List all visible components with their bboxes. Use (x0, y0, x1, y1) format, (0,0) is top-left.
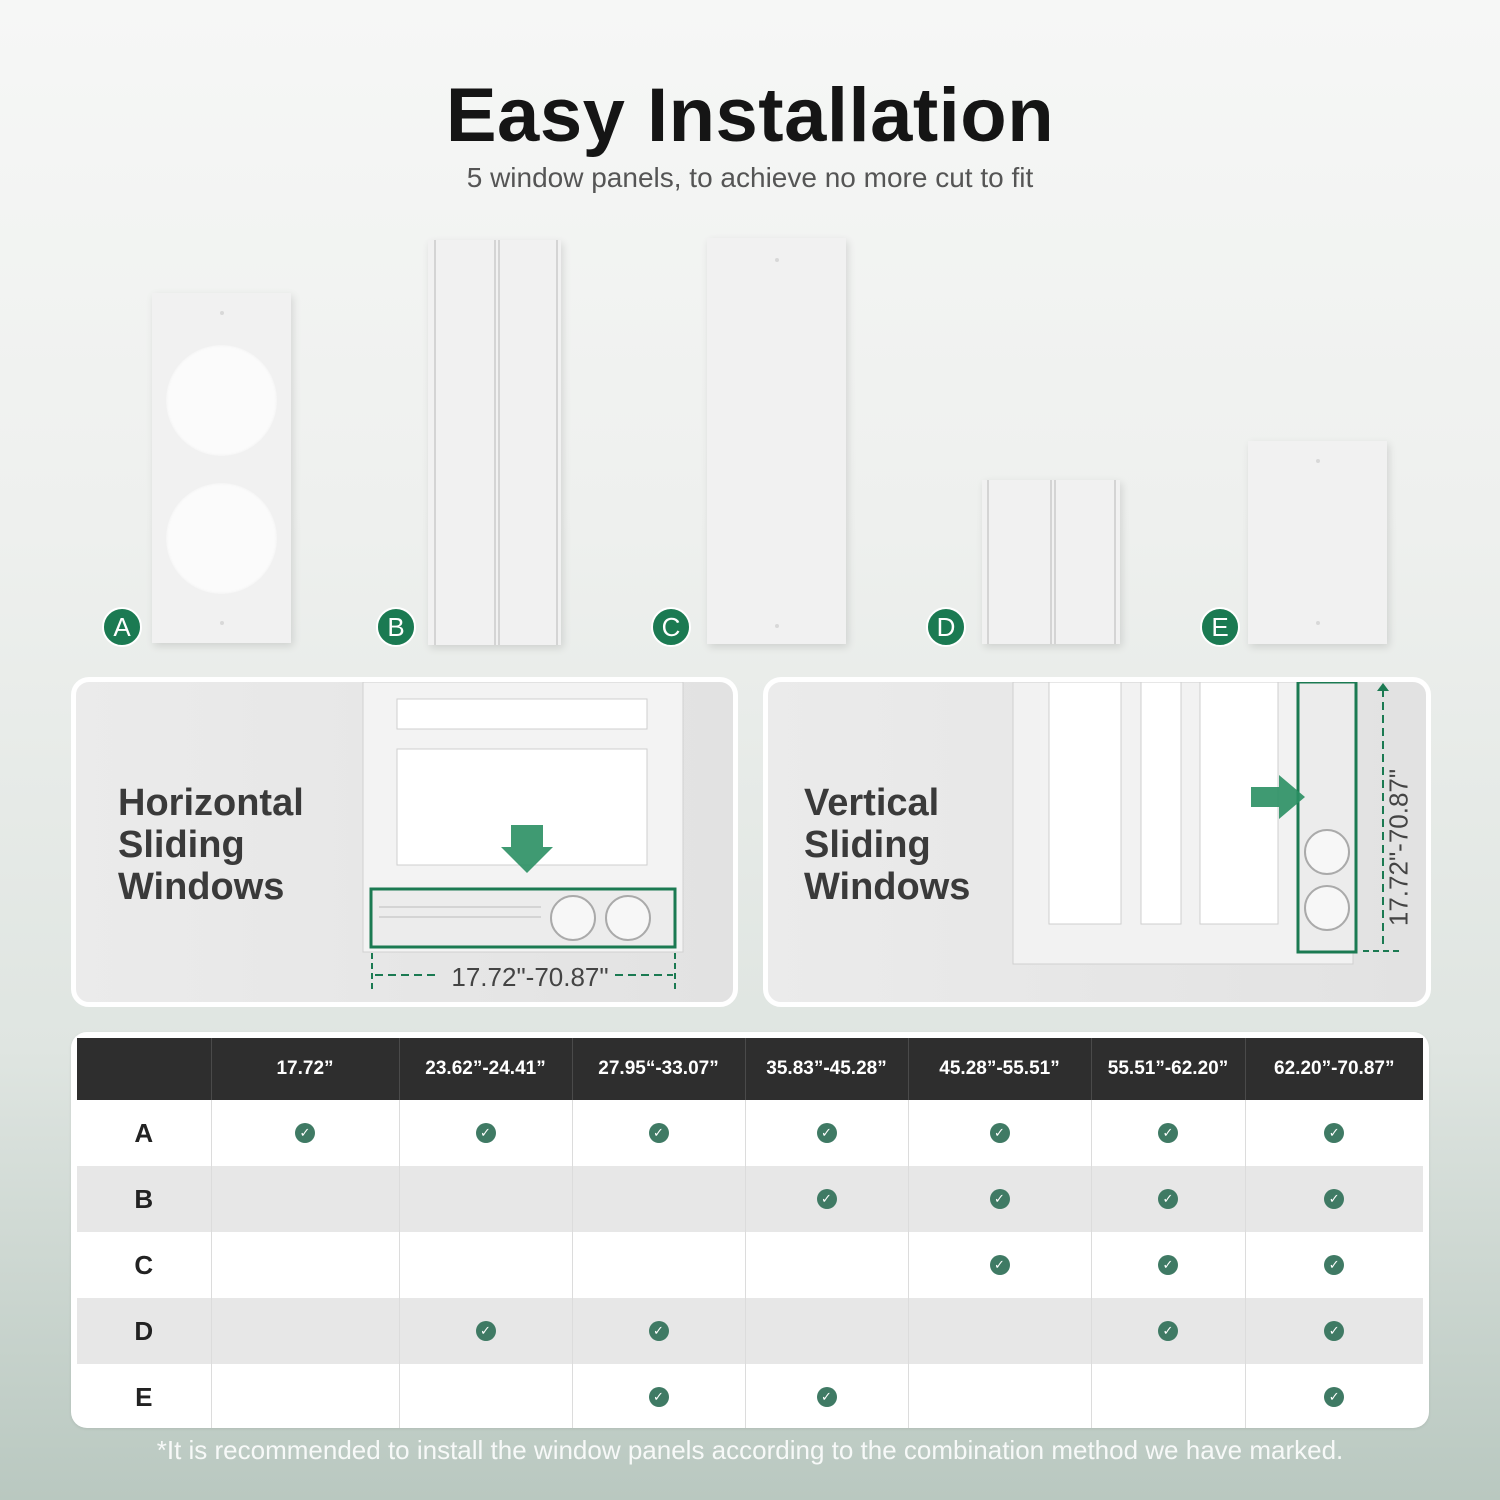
check-icon: ✓ (648, 1387, 669, 1407)
check-icon: ✓ (1324, 1189, 1345, 1209)
column-header: 35.83”-45.28” (745, 1038, 909, 1100)
table-cell: ✓ (1245, 1100, 1423, 1166)
footnote: *It is recommended to install the window… (156, 1435, 1344, 1465)
table-cell: ✓ (745, 1364, 909, 1428)
check-icon: ✓ (1324, 1321, 1345, 1341)
table-cell: ✓ (1091, 1100, 1246, 1166)
check-icon: ✓ (989, 1123, 1010, 1143)
table-row: E ✓ ✓ ✓ (77, 1364, 1423, 1428)
table-cell (211, 1166, 400, 1232)
table-cell: ✓ (1245, 1232, 1423, 1298)
row-label: D (77, 1298, 212, 1364)
panel-d-image (982, 480, 1120, 644)
check-icon: ✓ (1158, 1255, 1178, 1275)
table-cell (572, 1232, 746, 1298)
column-header: 27.95“-33.07” (572, 1038, 746, 1100)
check-icon: ✓ (1324, 1123, 1345, 1143)
check-icon: ✓ (816, 1387, 837, 1407)
check-icon: ✓ (648, 1321, 669, 1341)
compatibility-table: 17.72” 23.62”-24.41” 27.95“-33.07” 35.83… (71, 1032, 1429, 1428)
column-header (77, 1038, 212, 1100)
table-cell (211, 1298, 400, 1364)
panel-c-image (707, 238, 846, 644)
check-icon: ✓ (1324, 1255, 1345, 1275)
check-icon: ✓ (989, 1255, 1010, 1275)
column-header: 55.51”-62.20” (1091, 1038, 1246, 1100)
table-cell (211, 1232, 400, 1298)
row-label: A (77, 1100, 212, 1166)
panel-badge-c: C (651, 607, 691, 647)
table-cell: ✓ (1245, 1298, 1423, 1364)
check-icon: ✓ (648, 1123, 669, 1143)
vertical-dimension-label: 17.72"-70.87" (1383, 768, 1414, 927)
table-cell (1091, 1364, 1246, 1428)
table-cell (908, 1364, 1092, 1428)
horizontal-window-illustration (362, 682, 684, 989)
table-cell: ✓ (572, 1364, 746, 1428)
table-cell: ✓ (1091, 1232, 1246, 1298)
vertical-sliding-card: Vertical Sliding Windows 17.72"-70.87" (763, 677, 1431, 1007)
row-label: E (77, 1364, 212, 1428)
horizontal-dimension-label: 17.72"-70.87" (451, 962, 609, 992)
table-header-row: 17.72” 23.62”-24.41” 27.95“-33.07” 35.83… (77, 1038, 1423, 1100)
check-icon: ✓ (1158, 1321, 1178, 1341)
table-cell (745, 1298, 909, 1364)
table-cell: ✓ (908, 1232, 1092, 1298)
horizontal-sliding-card: Horizontal Sliding Windows 17.72"-70.87" (71, 677, 738, 1007)
panel-b-image (428, 240, 561, 645)
check-icon: ✓ (475, 1123, 496, 1143)
column-header: 45.28”-55.51” (908, 1038, 1092, 1100)
horizontal-card-label: Horizontal Sliding Windows (118, 782, 304, 908)
column-header: 23.62”-24.41” (399, 1038, 573, 1100)
table-cell (399, 1166, 573, 1232)
table-cell (399, 1364, 573, 1428)
table-cell: ✓ (399, 1100, 573, 1166)
vent-hole-top (166, 345, 277, 456)
check-icon: ✓ (295, 1123, 315, 1143)
table-cell (211, 1364, 400, 1428)
table-cell (572, 1166, 746, 1232)
check-icon: ✓ (1158, 1189, 1178, 1209)
vertical-card-label: Vertical Sliding Windows (804, 782, 971, 908)
table-cell (399, 1232, 573, 1298)
check-icon: ✓ (475, 1321, 496, 1341)
table-cell: ✓ (211, 1100, 400, 1166)
table-cell: ✓ (745, 1100, 909, 1166)
check-icon: ✓ (816, 1123, 837, 1143)
table-cell: ✓ (572, 1298, 746, 1364)
table-row: C ✓ ✓ ✓ (77, 1232, 1423, 1298)
table-cell: ✓ (572, 1100, 746, 1166)
table-cell: ✓ (1091, 1298, 1246, 1364)
column-header: 17.72” (211, 1038, 400, 1100)
panel-badge-d: D (926, 607, 966, 647)
check-icon: ✓ (816, 1189, 837, 1209)
panel-e-image (1248, 441, 1387, 644)
vent-hole-bottom (166, 483, 277, 594)
column-header: 62.20”-70.87” (1245, 1038, 1423, 1100)
panel-badge-b: B (376, 607, 416, 647)
table-cell: ✓ (1245, 1364, 1423, 1428)
table-row: A ✓ ✓ ✓ ✓ ✓ ✓ ✓ (77, 1100, 1423, 1166)
table-row: D ✓ ✓ ✓ ✓ (77, 1298, 1423, 1364)
table-cell: ✓ (399, 1298, 573, 1364)
page-subtitle: 5 window panels, to achieve no more cut … (466, 162, 1034, 193)
vertical-window-illustration (1012, 682, 1399, 965)
row-label: B (77, 1166, 212, 1232)
check-icon: ✓ (1158, 1123, 1178, 1143)
table-row: B ✓ ✓ ✓ ✓ (77, 1166, 1423, 1232)
panel-badge-e: E (1200, 607, 1240, 647)
table-cell: ✓ (908, 1166, 1092, 1232)
table-cell: ✓ (1091, 1166, 1246, 1232)
table-cell (745, 1232, 909, 1298)
check-icon: ✓ (1324, 1387, 1345, 1407)
table-cell: ✓ (908, 1100, 1092, 1166)
page-title: Easy Installation (445, 73, 1055, 158)
panel-badge-a: A (102, 607, 142, 647)
table-cell: ✓ (745, 1166, 909, 1232)
table-cell: ✓ (1245, 1166, 1423, 1232)
panel-a-image (152, 293, 291, 643)
row-label: C (77, 1232, 212, 1298)
check-icon: ✓ (989, 1189, 1010, 1209)
table-cell (908, 1298, 1092, 1364)
